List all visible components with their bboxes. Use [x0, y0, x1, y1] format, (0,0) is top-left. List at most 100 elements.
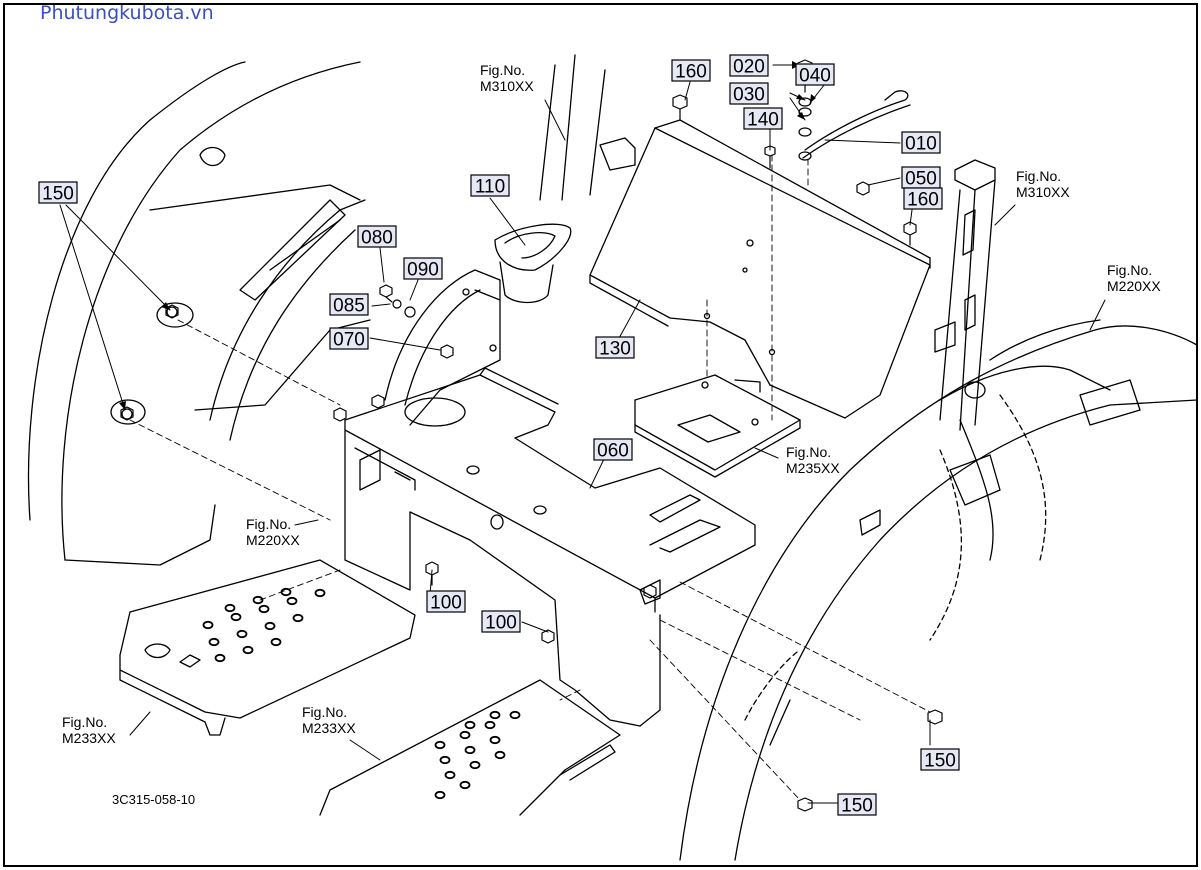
- callout-080: 080: [357, 225, 397, 249]
- callout-box: [357, 225, 397, 248]
- plate-hole: [489, 710, 501, 720]
- callout-box: [671, 59, 711, 82]
- callout-085: 085: [329, 293, 369, 317]
- plate-holes: [202, 587, 521, 800]
- fig-ref-m310-top: Fig.No.M310XX: [480, 62, 534, 94]
- callout-070: 070: [329, 327, 369, 351]
- plate-hole: [494, 750, 506, 760]
- callout-box: [795, 63, 835, 86]
- arrowheads: [119, 61, 816, 410]
- plate-hole: [224, 603, 236, 613]
- drawing-border: [3, 3, 1198, 867]
- plate-hole: [459, 730, 471, 740]
- plate-hole: [464, 745, 476, 755]
- callout-number: 060: [597, 441, 629, 462]
- callout-150-b: 150: [920, 748, 960, 772]
- lock-rod-010: [802, 90, 911, 159]
- callout-160-a: 160: [671, 59, 711, 83]
- fig-prefix: Fig.No.: [302, 704, 348, 720]
- callout-number: 160: [675, 62, 707, 83]
- callout-number: 010: [905, 134, 937, 155]
- right-post: [934, 159, 996, 431]
- callout-number: 090: [407, 260, 439, 281]
- callout-number: 020: [733, 57, 765, 78]
- callout-box: [593, 438, 633, 461]
- leader-lines: [59, 64, 1106, 804]
- plate-hole: [286, 596, 298, 606]
- callout-number: 070: [333, 330, 365, 351]
- fig-prefix: Fig.No.: [246, 516, 292, 532]
- fig-prefix: Fig.No.: [1107, 262, 1153, 278]
- plate-hole: [252, 595, 264, 605]
- plate-hole: [264, 621, 276, 631]
- callout-number: 100: [485, 613, 517, 634]
- plate-hole: [280, 587, 292, 597]
- callout-130: 130: [595, 336, 635, 360]
- callout-box: [38, 181, 78, 204]
- callout-box: [595, 336, 635, 359]
- callout-box: [329, 293, 369, 316]
- plate-hole: [230, 612, 242, 622]
- plate-hole: [214, 653, 226, 663]
- callout-060: 060: [593, 438, 633, 462]
- callout-box: [729, 82, 769, 105]
- left-floor-plate: [119, 559, 416, 736]
- plate-hole: [270, 637, 282, 647]
- callout-number: 085: [333, 296, 365, 317]
- drawing-code: 3C315-058-10: [112, 792, 196, 807]
- callout-140: 140: [743, 107, 783, 131]
- callout-number: 160: [907, 190, 939, 211]
- fig-code: M235XX: [786, 460, 840, 476]
- step-frame-060: [344, 367, 756, 727]
- callout-number: 100: [430, 593, 462, 614]
- fig-ref-m220-right: Fig.No.M220XX: [1107, 262, 1161, 294]
- hardware: [120, 59, 943, 812]
- plate-hole: [202, 620, 214, 630]
- callout-100-b: 100: [481, 610, 521, 634]
- plate-hole: [489, 735, 501, 745]
- callout-020: 020: [729, 54, 769, 78]
- seat-bracket-plate: [634, 374, 801, 478]
- fig-ref-m220-left: Fig.No.M220XX: [246, 516, 300, 548]
- callout-050: 050: [901, 166, 941, 190]
- fig-code: M310XX: [1016, 184, 1070, 200]
- fig-ref-m233-mid: Fig.No.M233XX: [302, 704, 356, 736]
- callout-number: 080: [361, 228, 393, 249]
- callout-number: 150: [924, 751, 956, 772]
- callout-150-a: 150: [38, 181, 78, 205]
- plate-hole: [314, 588, 326, 598]
- callout-100-a: 100: [426, 590, 466, 614]
- seat-panel-130: [589, 119, 931, 419]
- callout-040: 040: [795, 63, 835, 87]
- callout-010: 010: [901, 131, 941, 155]
- plate-hole: [208, 637, 220, 647]
- callout-box: [329, 327, 369, 350]
- assembly-lines: [129, 154, 931, 801]
- callout-number: 110: [475, 177, 505, 198]
- plate-hole: [464, 720, 476, 730]
- top-posts: [539, 54, 636, 201]
- fig-code: M310XX: [480, 78, 534, 94]
- plate-hole: [459, 780, 471, 790]
- callout-box: [481, 610, 521, 633]
- callout-box: [903, 187, 943, 210]
- fig-code: M220XX: [246, 532, 300, 548]
- fig-ref-m233-left: Fig.No.M233XX: [62, 714, 116, 746]
- plate-hole: [434, 790, 446, 800]
- callout-number: 040: [799, 66, 831, 87]
- callout-box: [837, 793, 877, 816]
- callout-number: 030: [733, 85, 765, 106]
- plate-hole: [236, 629, 248, 639]
- callout-box: [426, 590, 466, 613]
- fig-ref-m235: Fig.No.M235XX: [786, 444, 840, 476]
- fig-prefix: Fig.No.: [62, 714, 108, 730]
- plate-hole: [242, 645, 254, 655]
- plate-hole: [439, 755, 451, 765]
- callout-number: 140: [747, 110, 779, 131]
- site-label: Phutungkubota.vn: [40, 2, 214, 24]
- callout-110: 110: [470, 174, 510, 198]
- arm-rest-070: [384, 269, 501, 427]
